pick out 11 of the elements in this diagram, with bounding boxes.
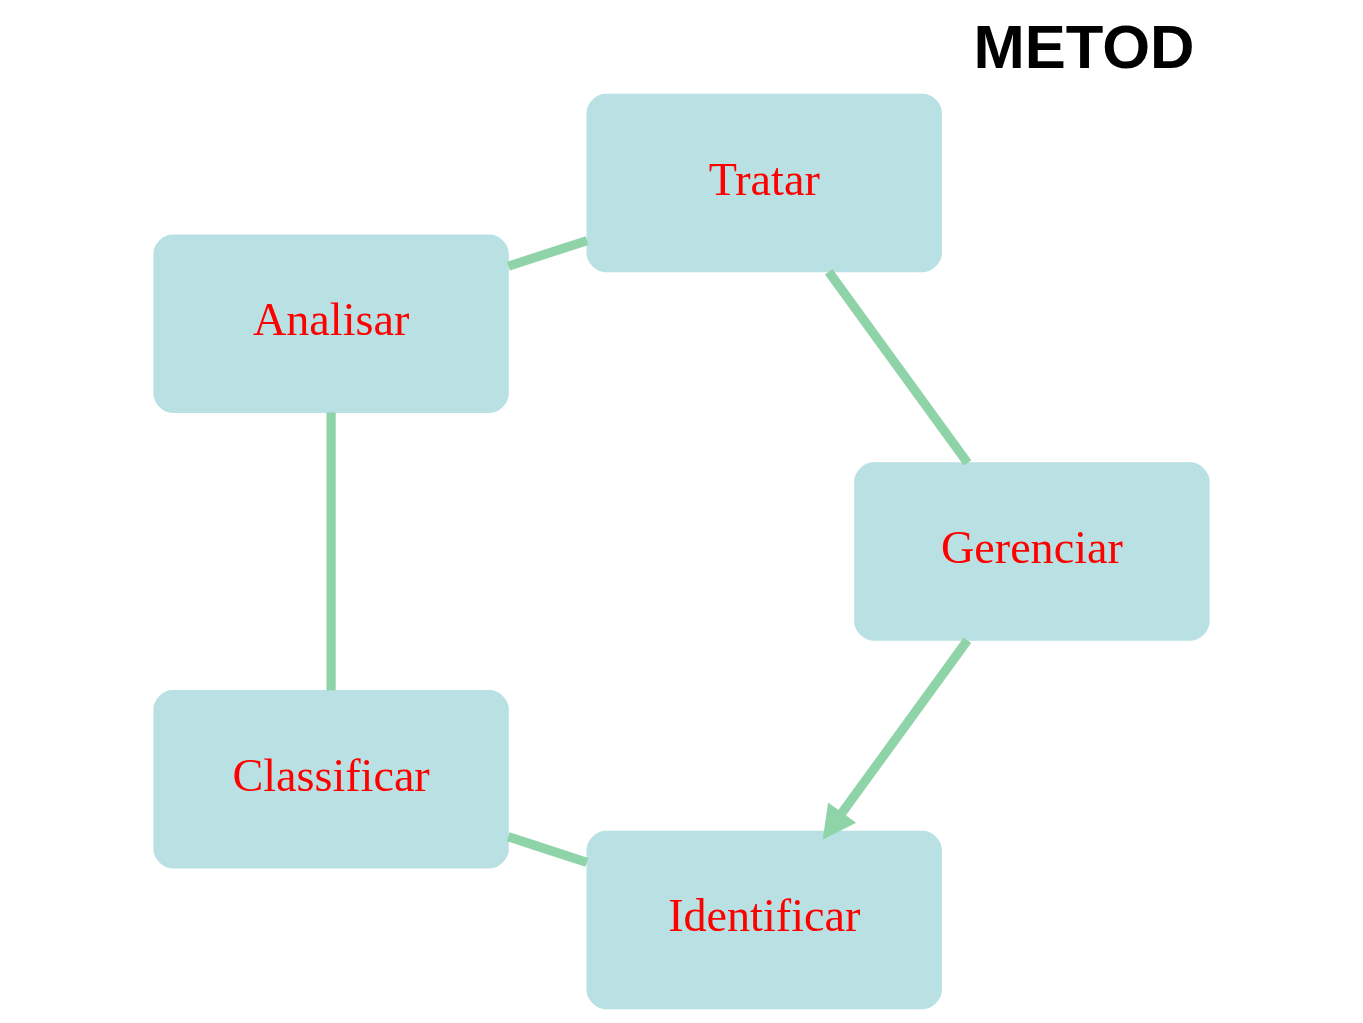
connector [507, 236, 589, 271]
connector [824, 269, 972, 466]
node-box: Analisar [153, 234, 509, 414]
arrow [822, 637, 972, 840]
node-box: Gerenciar [854, 462, 1210, 641]
node-box: Tratar [586, 93, 942, 273]
connector [326, 412, 336, 691]
node-box: Identificar [586, 830, 942, 1010]
node-box: Classificar [153, 689, 509, 869]
connector [506, 832, 589, 867]
diagram-title: METOD [973, 12, 1195, 82]
